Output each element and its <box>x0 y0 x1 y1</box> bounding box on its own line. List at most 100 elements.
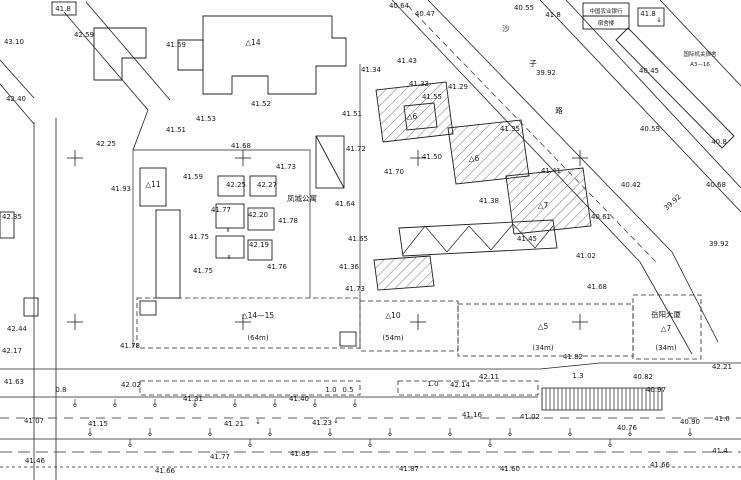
elevation-label: (34m) <box>655 344 676 352</box>
elevation-label: 41.52 <box>251 100 271 108</box>
elevation-label: 41.45 <box>517 235 537 243</box>
elevation-label: 40.76 <box>617 424 638 432</box>
lamp-post-symbol <box>88 428 92 436</box>
elevation-label: 41.51 <box>166 126 186 134</box>
elevation-label: II <box>226 228 230 234</box>
building-label: △11 <box>145 180 161 189</box>
annotation-text: 宿舍楼 <box>598 19 615 27</box>
elevation-label: 41.59 <box>166 41 186 49</box>
elevation-label: 41.66 <box>155 467 176 475</box>
elevation-label: 41.73 <box>345 285 365 293</box>
elevation-label: 41.68 <box>587 283 607 291</box>
lamp-post-symbol <box>193 399 197 407</box>
lamp-post-symbol <box>608 439 612 447</box>
elevation-label: 42.25 <box>96 140 116 148</box>
elevation-label: 41.07 <box>24 417 44 425</box>
elevation-label: 40.82 <box>633 373 653 381</box>
elevation-label: 41.51 <box>342 110 362 118</box>
elevation-label: 39.92 <box>709 240 729 248</box>
elevation-label: 42.11 <box>479 373 499 381</box>
arrow-icon: ↓ <box>333 417 339 425</box>
elevation-label: 41.23 <box>312 419 332 427</box>
annotation-text: 中国农业银行 <box>589 7 623 15</box>
lamp-post-symbol <box>113 399 117 407</box>
lamp-post-symbol <box>233 399 237 407</box>
elevation-label: 41.68 <box>231 142 251 150</box>
elevation-label: 41.77 <box>211 206 231 214</box>
grid-cross <box>67 314 83 330</box>
elevation-label: 40.64 <box>389 2 410 10</box>
lamp-post-symbol <box>368 439 372 447</box>
elevation-label: 42.19 <box>249 241 269 249</box>
elevation-label: 41.59 <box>183 173 203 181</box>
elevation-label: 41.75 <box>193 267 213 275</box>
building-label: △10 <box>385 311 401 320</box>
elevation-label: 41.35 <box>500 125 520 133</box>
elevation-label: 41.46 <box>25 457 46 465</box>
lamp-post-symbol <box>153 399 157 407</box>
lamp-post-symbol <box>128 439 132 447</box>
elevation-label: 41.82 <box>563 353 583 361</box>
elevation-label: 41.77 <box>210 453 230 461</box>
elevation-label: 41.36 <box>339 263 360 271</box>
elevation-label: 1.0 <box>427 380 438 388</box>
elevation-label: 42.20 <box>248 211 268 219</box>
arrow-icon: ↓ <box>656 16 662 24</box>
grid-cross <box>410 150 426 166</box>
elevation-label: 41.72 <box>346 145 366 153</box>
elevation-label: 41.60 <box>500 465 520 473</box>
elevation-label: 41.8 <box>640 10 656 18</box>
parcel-boundaries <box>132 64 361 348</box>
grid-cross <box>235 150 251 166</box>
lamp-post-symbol <box>568 428 572 436</box>
dashed-road-lines <box>0 5 741 468</box>
elevation-label: 41.33 <box>409 80 429 88</box>
elevation-label: 41.16 <box>462 411 483 419</box>
lamp-post-symbol <box>248 439 252 447</box>
lamp-post-symbol <box>273 399 277 407</box>
elevation-label: 41.65 <box>348 235 368 243</box>
elevation-label: 42.35 <box>2 213 22 221</box>
elevation-label: 41.02 <box>520 413 540 421</box>
grid-cross <box>410 314 426 330</box>
road-furniture-marks <box>73 399 692 447</box>
annotation-text: 国际机关宿舍 <box>683 50 717 58</box>
elevation-label: 41.76 <box>267 263 288 271</box>
elevation-label: 41.64 <box>335 200 356 208</box>
road-name-char: 路 <box>555 105 563 115</box>
elevation-label: 41.73 <box>276 163 296 171</box>
elevation-label: 41.31 <box>183 395 203 403</box>
hatched-median <box>541 387 663 411</box>
zigzag-hatch <box>402 223 554 255</box>
grid-crosses <box>67 150 588 330</box>
elevation-label: 42.44 <box>7 325 28 333</box>
elevation-label: 42.17 <box>2 347 22 355</box>
elevation-label: 41.93 <box>111 185 131 193</box>
elevation-label: 41.40 <box>289 395 309 403</box>
elevation-label: 41.85 <box>290 450 310 458</box>
elevation-label: 42.14 <box>450 381 471 389</box>
elevation-label: 41.38 <box>479 197 499 205</box>
elevation-label: 41.43 <box>397 57 417 65</box>
elevation-label: 0.5 <box>342 386 353 394</box>
lamp-post-symbol <box>313 399 317 407</box>
elevation-label: 1.0 <box>325 386 336 394</box>
elevation-label: 41.21 <box>224 420 244 428</box>
elevation-label: 40.42 <box>621 181 641 189</box>
building-label: △14 <box>245 38 261 47</box>
elevation-label: 42.02 <box>121 381 141 389</box>
elevation-label: 41.8 <box>545 11 561 19</box>
grid-cross <box>572 150 588 166</box>
elevation-label: 41.66 <box>650 461 671 469</box>
elevation-label: 42.25 <box>226 181 246 189</box>
elevation-label: 40.47 <box>415 10 435 18</box>
hatched-buildings <box>373 81 592 291</box>
elevation-label: A3—16 <box>690 62 710 68</box>
building-label: △6 <box>469 154 480 163</box>
lamp-post-symbol <box>208 428 212 436</box>
elevation-label: 39.92 <box>536 69 556 77</box>
building-label: △7 <box>661 324 672 333</box>
elevation-label: II <box>227 255 231 261</box>
elevation-label: 41.53 <box>196 115 216 123</box>
